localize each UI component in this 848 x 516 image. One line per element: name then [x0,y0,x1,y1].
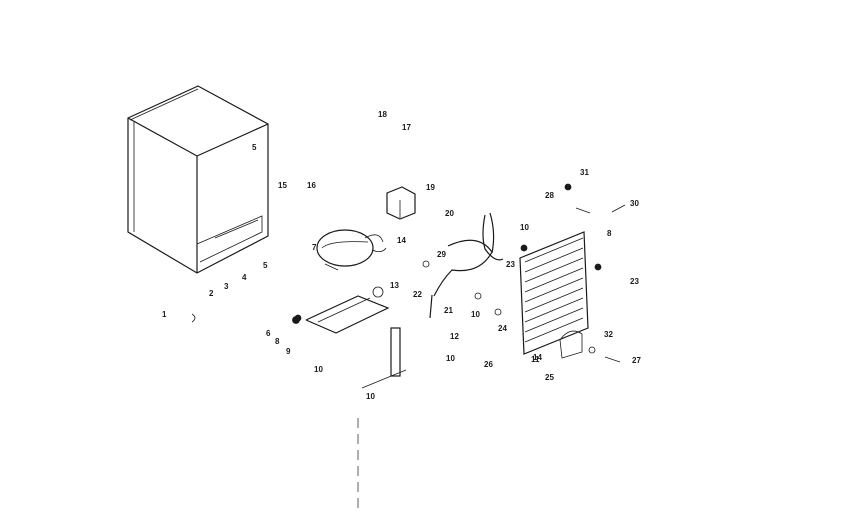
callout-26: 26 [484,360,493,369]
cabinet [127,85,269,274]
callout-23: 23 [630,277,639,286]
small-hardware [191,183,626,363]
callout-24: 24 [498,324,507,333]
callout-14: 14 [533,353,542,362]
callout-10: 10 [446,354,455,363]
callout-15: 15 [278,181,287,190]
callout-7: 7 [312,243,317,252]
callout-10: 10 [366,392,375,401]
callout-30: 30 [630,199,639,208]
callout-28: 28 [545,191,554,200]
callout-4: 4 [242,273,247,282]
callout-14: 14 [397,236,406,245]
callout-29: 29 [437,250,446,259]
callout-3: 3 [224,282,229,291]
relay-box [386,186,416,220]
callout-23: 23 [506,260,515,269]
drain-tube [361,327,407,389]
callout-5: 5 [252,143,257,152]
callout-10: 10 [520,223,529,232]
callout-25: 25 [545,373,554,382]
callout-27: 27 [632,356,641,365]
callout-8: 8 [607,229,612,238]
callout-6: 6 [266,329,271,338]
callout-8: 8 [275,337,280,346]
callout-22: 22 [413,290,422,299]
callout-12: 12 [450,332,459,341]
callout-21: 21 [444,306,453,315]
condenser-coil [519,231,589,359]
compressor [316,229,387,271]
callout-20: 20 [445,209,454,218]
callout-1: 1 [162,310,167,319]
callout-9: 9 [286,347,291,356]
callout-31: 31 [580,168,589,177]
callout-16: 16 [307,181,316,190]
callout-5: 5 [263,261,268,270]
base-rails [294,295,390,334]
callout-10: 10 [314,365,323,374]
callout-18: 18 [378,110,387,119]
callout-2: 2 [209,289,214,298]
wiring-harness [429,212,504,319]
callout-10: 10 [471,310,480,319]
callout-11: 11 [531,355,540,364]
callout-17: 17 [402,123,411,132]
callout-32: 32 [604,330,613,339]
callout-19: 19 [426,183,435,192]
callout-13: 13 [390,281,399,290]
